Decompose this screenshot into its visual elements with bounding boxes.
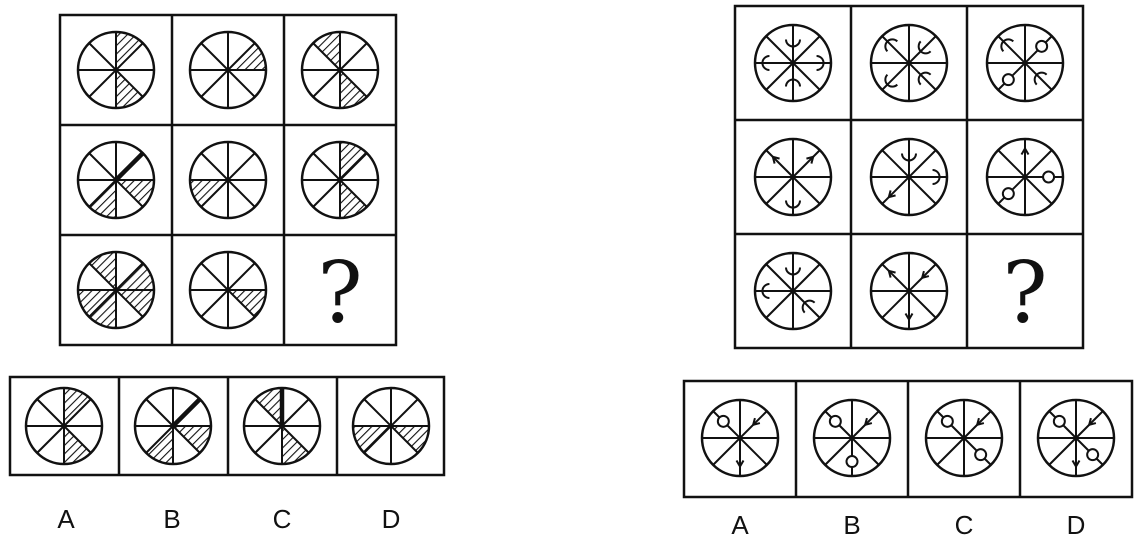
right-figure-8 [869, 251, 949, 331]
right-grid [733, 4, 1085, 350]
right-option-figure-b [812, 398, 892, 478]
right-option-figure-c [924, 398, 1004, 478]
left-figure-8 [188, 250, 268, 330]
left-option-label-b: B [163, 504, 181, 534]
right-option-label-c: C [954, 510, 974, 540]
right-figure-5 [869, 137, 949, 217]
right-figure-4 [753, 137, 833, 217]
left-option-figure-b [133, 386, 213, 466]
left-grid [58, 13, 398, 347]
right-figure-1 [753, 23, 833, 103]
left-option-label-a: A [57, 504, 75, 534]
left-option-label-d: D [381, 504, 401, 534]
right-figure-7 [753, 251, 833, 331]
right-option-figure-a [700, 398, 780, 478]
right-figure-2 [869, 23, 949, 103]
left-figure-2 [188, 30, 268, 110]
right-option-label-a: A [731, 510, 749, 540]
left-question-mark: ? [317, 244, 362, 342]
left-figure-3 [300, 30, 380, 110]
right-figure-6 [985, 137, 1065, 217]
right-option-figure-d [1036, 398, 1116, 478]
left-option-figure-a [24, 386, 104, 466]
left-figure-1 [76, 30, 156, 110]
left-figure-6 [300, 140, 380, 220]
left-figure-4 [76, 140, 156, 220]
left-option-figure-c [242, 386, 322, 466]
right-option-label-d: D [1066, 510, 1086, 540]
left-options-row [8, 375, 446, 477]
right-figure-3 [985, 23, 1065, 103]
right-options-row [682, 379, 1134, 499]
left-figure-7 [76, 250, 156, 330]
left-option-label-c: C [272, 504, 292, 534]
right-option-label-b: B [843, 510, 861, 540]
left-option-figure-d [351, 386, 431, 466]
left-figure-5 [188, 140, 268, 220]
right-question-mark: ? [1002, 244, 1047, 342]
